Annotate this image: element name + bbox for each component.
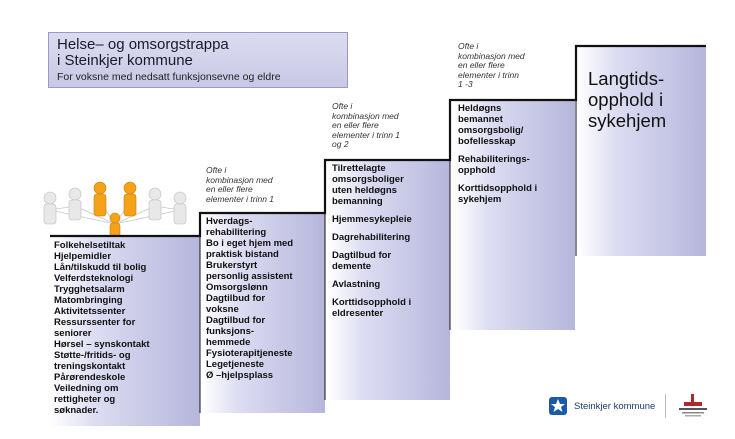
spacer <box>458 176 571 183</box>
step3-item: eldresenter <box>332 308 384 319</box>
step1-item: Aktivitetssenter <box>54 306 126 317</box>
step3-item: Tilrettelagte <box>332 163 386 174</box>
step-4-box: Heldøgns bemannet omsorgsbolig/ bofelles… <box>454 100 575 330</box>
title-line-2: i Steinkjer kommune <box>57 52 193 69</box>
step2-item: Hverdags- <box>206 216 253 227</box>
note-line: og 2 <box>332 139 349 149</box>
step1-item: seniorer <box>54 328 92 339</box>
step3-item: uten heldøgns <box>332 185 397 196</box>
step-2-box: Hverdags- rehabilitering Bo i eget hjem … <box>202 213 325 413</box>
step1-item: Veiledning om <box>54 383 119 394</box>
step2-item: rehabilitering <box>206 227 267 238</box>
step3-note: Ofte i kombinasjon med en eller flere el… <box>332 101 400 150</box>
step5-line: Langtids- <box>588 68 665 89</box>
step2-item: funksjons- <box>206 326 255 337</box>
spacer <box>332 225 446 232</box>
step4-item: sykehjem <box>458 194 502 205</box>
step2-item: personlig assistent <box>206 271 293 282</box>
step2-item: Dagtilbud for <box>206 315 266 326</box>
step2-item: Omsorgslønn <box>206 282 268 293</box>
step4-item: omsorgsbolig/ <box>458 125 524 136</box>
step2-note: Ofte i kombinasjon med en eller flere el… <box>206 165 275 204</box>
step3-item: Korttidsopphold i <box>332 297 412 308</box>
step2-item: hemmede <box>206 337 251 348</box>
step3-item: demente <box>332 261 372 272</box>
step1-item: Matombringing <box>54 295 123 306</box>
step4-item: Korttidsopphold i <box>458 183 538 194</box>
step4-item: Heldøgns <box>458 103 502 114</box>
steinkjer-kommune-logo: Steinkjer kommune <box>548 392 710 420</box>
star-shield-icon <box>549 397 567 415</box>
spacer <box>332 290 446 297</box>
step3-item: Avlastning <box>332 279 381 290</box>
step3-item: Dagrehabilitering <box>332 232 411 243</box>
municipal-crest-icon <box>679 394 708 417</box>
step3-item: Hjemmesykepleie <box>332 214 412 225</box>
step5-line: opphold i <box>588 89 664 110</box>
step2-item: Dagtilbud for <box>206 293 266 304</box>
logo-text: Steinkjer kommune <box>574 400 656 412</box>
title-subtitle: For voksne med nedsatt funksjonsevne og … <box>57 71 281 83</box>
step-5-box: Langtids- opphold i sykehjem <box>578 46 706 256</box>
note-line: elementer i trinn 1 <box>206 193 275 204</box>
step2-item: Ø –hjelpsplass <box>206 370 274 381</box>
people-network-illustration <box>43 181 187 238</box>
step1-item: Trygghetsalarm <box>54 284 125 295</box>
step-3-box: Tilrettelagte omsorgsboliger uten heldøg… <box>328 160 450 400</box>
step2-item: praktisk bistand <box>206 249 279 260</box>
step1-item: rettigheter og <box>54 394 116 405</box>
step1-item: Ressurssenter for <box>54 317 136 328</box>
step2-item: Fysioterapitjeneste <box>206 348 293 359</box>
step1-item: Hjelpemidler <box>54 251 112 262</box>
step1-item: Pårørendeskole <box>54 372 126 383</box>
step4-item: Rehabiliterings- <box>458 154 530 165</box>
step3-item: bemanning <box>332 196 383 207</box>
step1-item: Folkehelsetiltak <box>54 240 126 251</box>
step2-item: Bo i eget hjem med <box>206 238 294 249</box>
step2-item: Brukerstyrt <box>206 260 258 271</box>
title-line-1: Helse– og omsorgstrappa <box>57 36 229 53</box>
spacer <box>458 147 571 154</box>
step2-item: Legetjeneste <box>206 359 265 370</box>
step4-item: opphold <box>458 165 496 176</box>
step3-item: omsorgsboliger <box>332 174 404 185</box>
logo-divider <box>665 394 667 418</box>
step2-item: voksne <box>206 304 239 315</box>
step1-item: Lån/tilskudd til bolig <box>54 262 147 273</box>
step-1-box: Folkehelsetiltak Hjelpemidler Lån/tilsku… <box>50 236 200 426</box>
step5-line: sykehjem <box>588 110 667 131</box>
step4-item: bemannet <box>458 114 503 125</box>
step1-item: Støtte-/fritids- og <box>54 350 131 361</box>
step1-item: Velferdsteknologi <box>54 273 134 284</box>
spacer <box>332 272 446 279</box>
spacer <box>332 207 446 214</box>
spacer <box>332 243 446 250</box>
step3-item: Dagtilbud for <box>332 250 392 261</box>
step1-item: treningskontakt <box>54 361 126 372</box>
step4-note: Ofte i kombinasjon med en eller flere el… <box>458 41 525 90</box>
note-line: 1 -3 <box>458 79 473 89</box>
step4-item: bofellesskap <box>458 136 516 147</box>
step1-item: søknader. <box>54 405 99 416</box>
title-box: Helse– og omsorgstrappa i Steinkjer komm… <box>48 32 348 88</box>
step1-item: Hørsel – synskontakt <box>54 339 150 350</box>
